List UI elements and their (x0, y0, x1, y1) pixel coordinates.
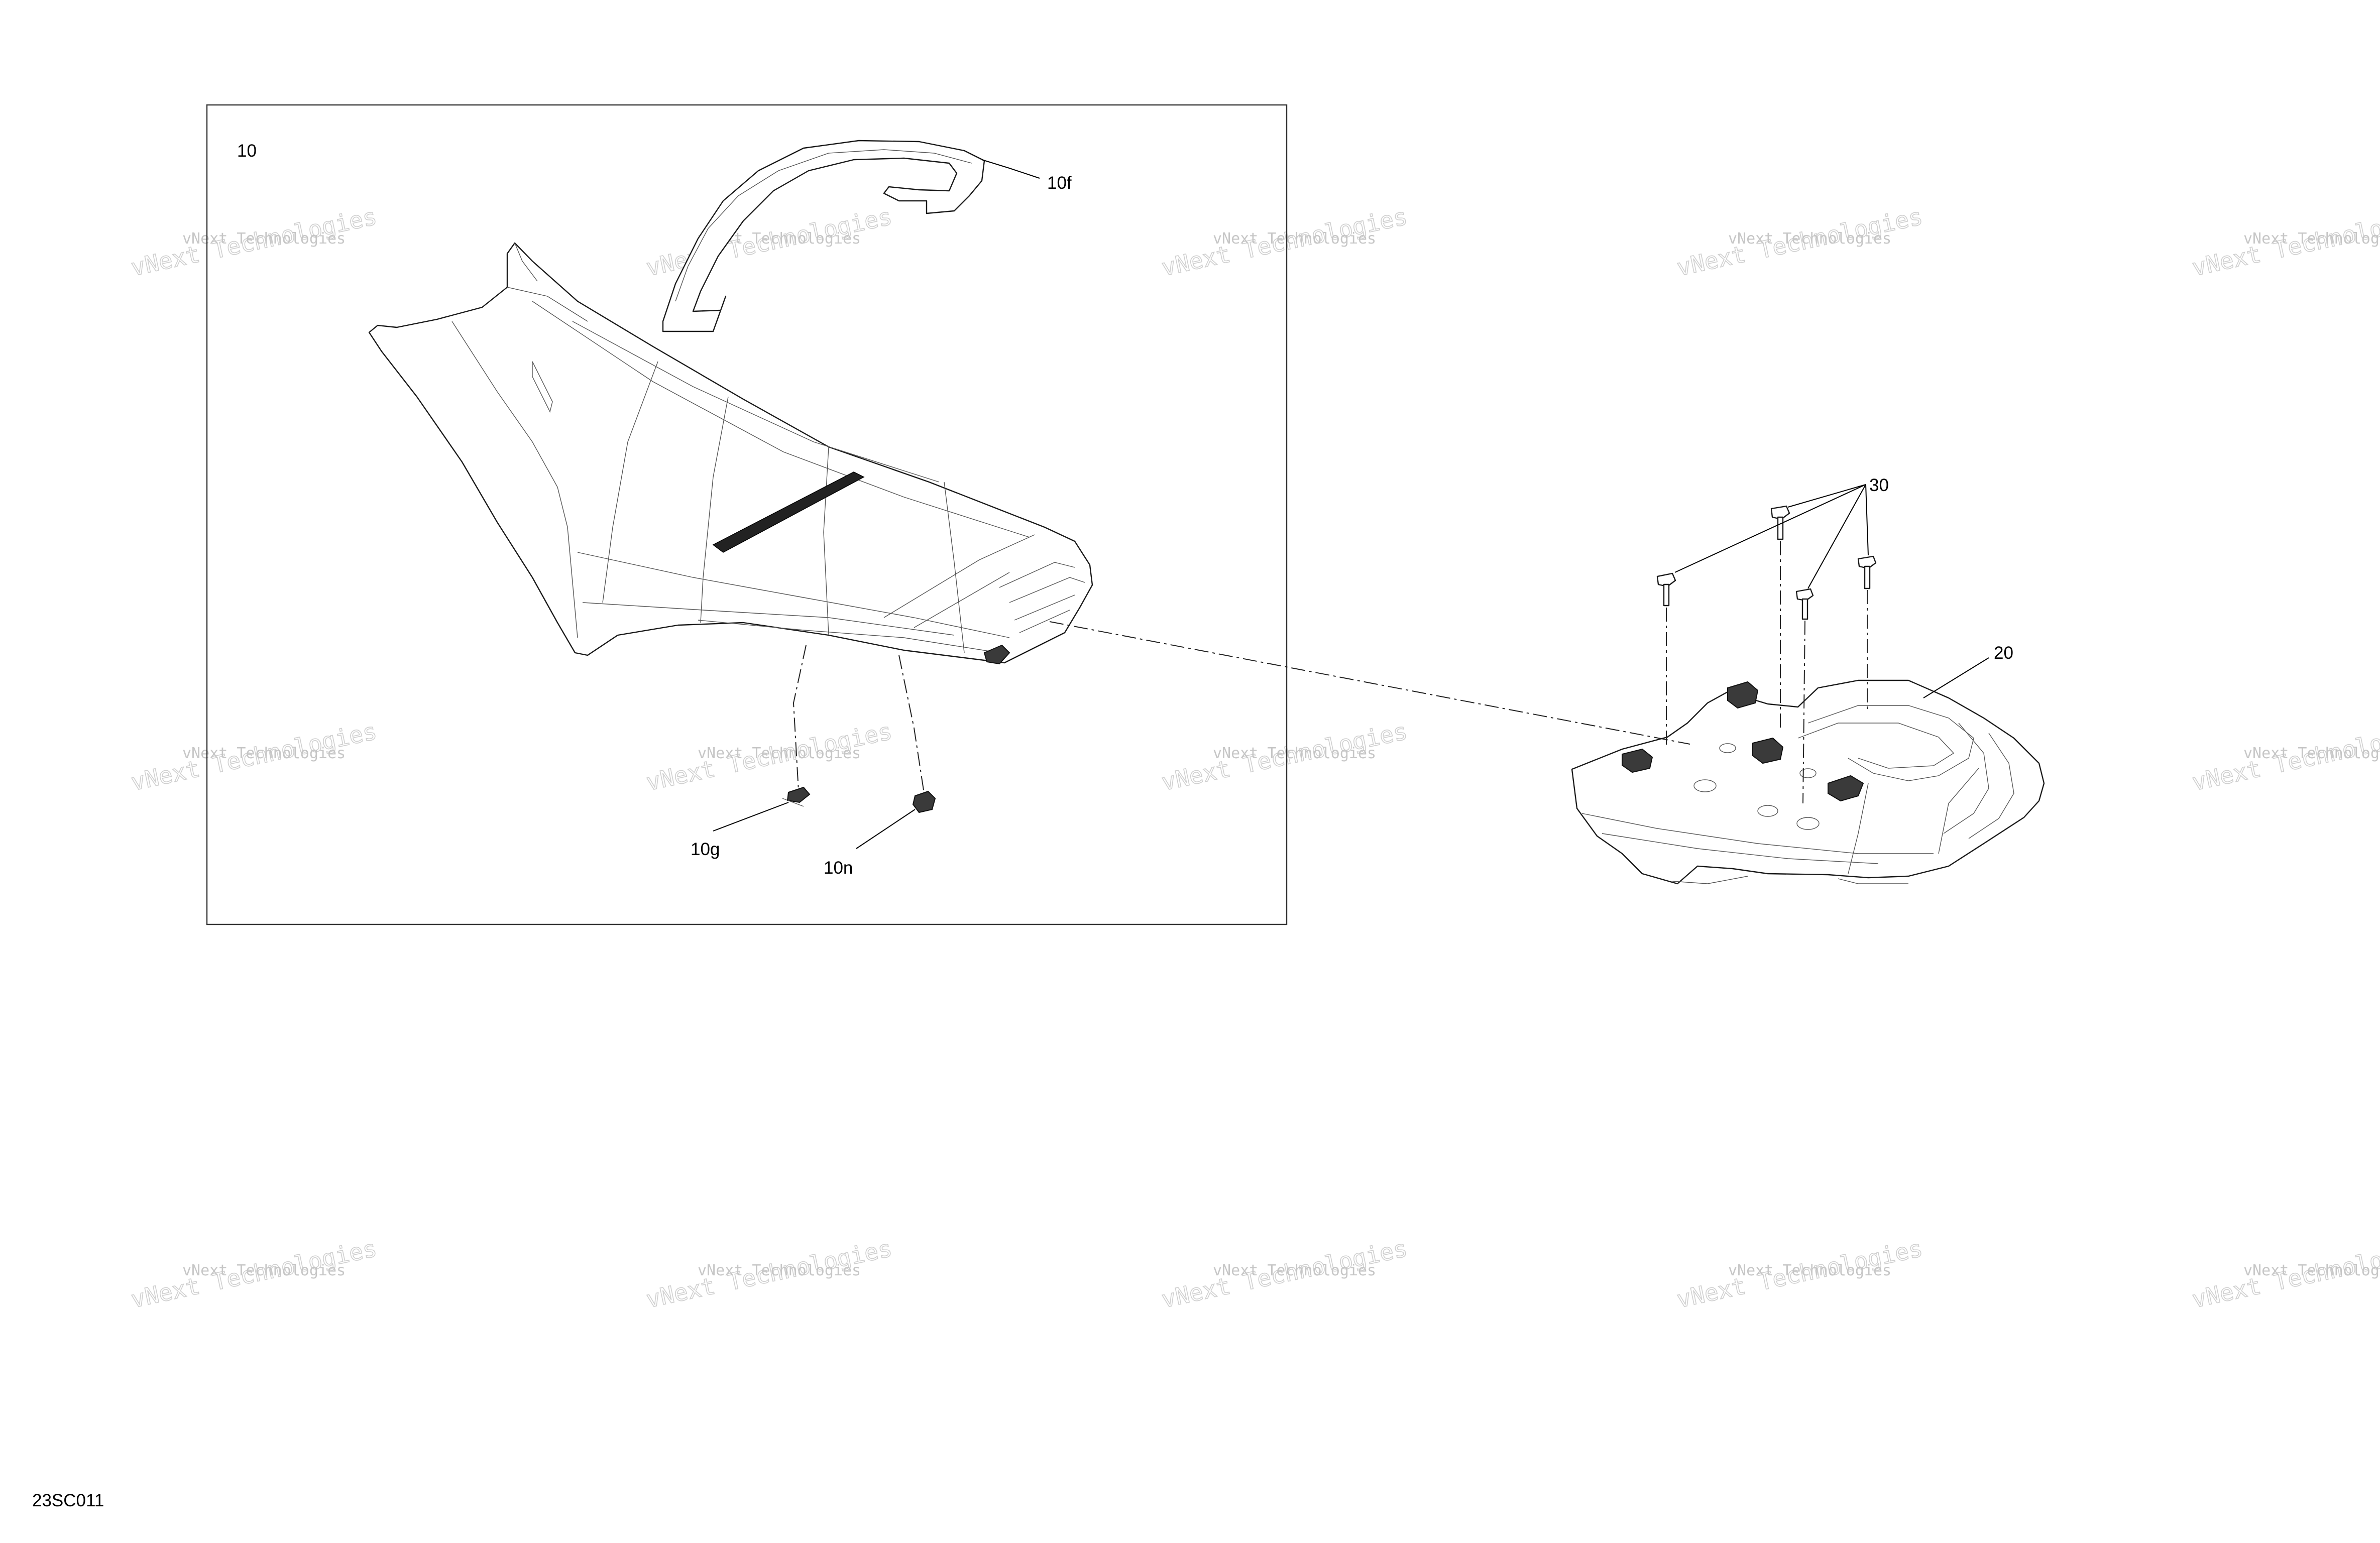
clip-10g[interactable] (782, 786, 811, 807)
label-30: 30 (1869, 476, 1889, 495)
nut-10n[interactable] (912, 790, 936, 813)
label-10n: 10n (824, 858, 853, 878)
watermark-small-text: vNext Technologies (2243, 745, 2380, 762)
diagram-code: 23SC011 (32, 1491, 104, 1510)
watermark-small-text: vNext Technologies (182, 230, 346, 248)
seat-strap[interactable] (662, 140, 985, 332)
watermark-small-text: vNext Technologies (1213, 745, 1376, 762)
screw-3 (1795, 588, 1814, 620)
assembly-lines (792, 541, 1868, 804)
watermark-small-text: vNext Technologies (2243, 1262, 2380, 1279)
watermark-small-text: vNext Technologies (2243, 230, 2380, 248)
rear-rack[interactable] (1571, 679, 2045, 885)
screws[interactable] (1656, 505, 1877, 620)
watermark-small-text: vNext Technologies (1213, 1262, 1376, 1279)
label-10f: 10f (1047, 173, 1072, 193)
label-10g: 10g (691, 840, 720, 859)
watermark-small-text: vNext Technologies (1213, 230, 1376, 248)
seat-assembly-frame (206, 104, 1288, 925)
screw-2 (1770, 505, 1790, 540)
watermark-small-text: vNext Technologies (1728, 230, 1891, 248)
screw-4 (1857, 555, 1877, 589)
watermark-small-text: vNext Technologies (698, 1262, 861, 1279)
seat[interactable] (368, 242, 1093, 665)
watermark-small-text: vNext Technologies (698, 745, 861, 762)
watermark-small-text: vNext Technologies (1728, 1262, 1891, 1279)
watermark-small-text: vNext Technologies (182, 1262, 346, 1279)
callout-labels: 10 10f 10g 10n 20 30 23SC011 (32, 141, 2013, 1510)
label-20: 20 (1994, 643, 2013, 663)
leader-lines (713, 159, 1989, 849)
label-10: 10 (237, 141, 257, 161)
screw-1 (1656, 572, 1676, 607)
watermark-small-text: vNext Technologies (182, 745, 346, 762)
